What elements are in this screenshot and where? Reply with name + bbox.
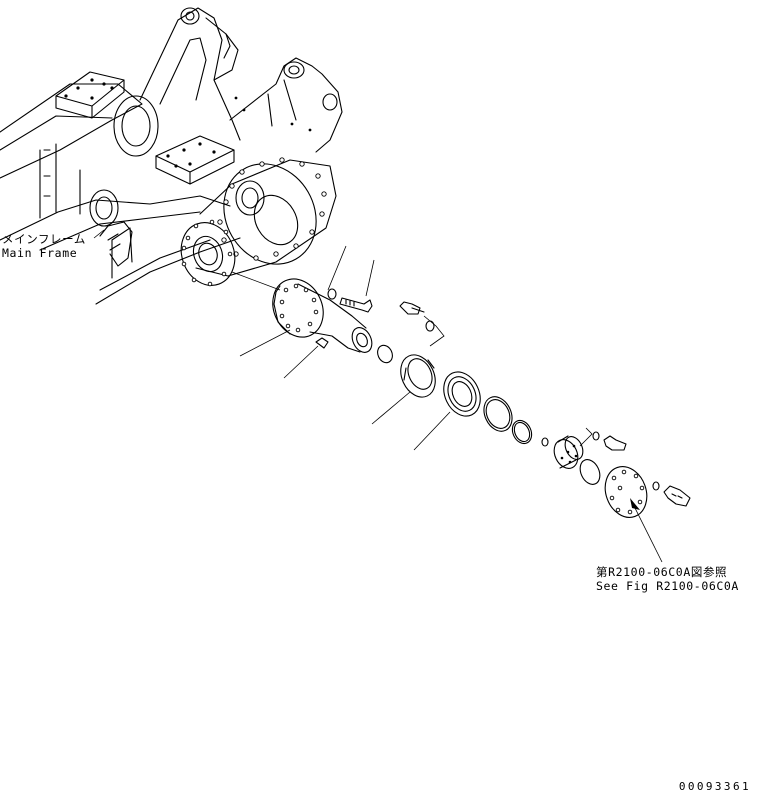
o-ring-large (483, 396, 513, 432)
o-ring-small (377, 344, 393, 364)
bearing-retainer (371, 354, 436, 425)
roller-bearing (553, 435, 584, 469)
bolt-and-washer-1 (327, 245, 375, 313)
frame-leader-line (93, 229, 105, 239)
o-ring-medium (511, 419, 533, 445)
snap-ring (579, 459, 601, 485)
reference-label-jp: 第R2100-06C0A図参照 (596, 565, 728, 579)
reference-label-en: See Fig R2100-06C0A (596, 579, 739, 593)
reference-label: 第R2100-06C0A図参照 See Fig R2100-06C0A (596, 565, 739, 593)
leader-line-shaft (239, 329, 291, 357)
end-cover (604, 466, 648, 518)
bolt-and-washer-3 (579, 427, 627, 451)
bolt-and-washer-4 (652, 481, 691, 507)
main-frame-label: メインフレーム Main Frame (2, 232, 86, 260)
main-frame-label-jp: メインフレーム (2, 232, 87, 246)
seal-ring (413, 371, 481, 451)
reference-arrow (630, 498, 663, 563)
main-frame (0, 7, 343, 305)
pivot-shaft (272, 278, 373, 353)
drawing-number: 00093361 (678, 780, 751, 793)
bolt-and-washer-2 (399, 301, 445, 347)
assembly-line-frame-shaft (231, 271, 281, 291)
grease-fitting (283, 337, 329, 379)
main-frame-label-en: Main Frame (2, 246, 78, 260)
washer-tiny (541, 437, 549, 447)
